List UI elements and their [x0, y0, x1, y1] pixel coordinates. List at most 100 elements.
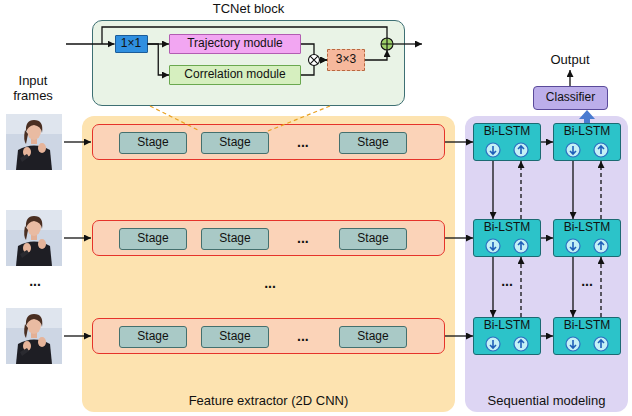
input-arrow: [64, 335, 91, 336]
connector: [572, 161, 573, 219]
stage-box-text: Stage: [137, 136, 168, 150]
ellipsis-label: ...: [581, 273, 593, 289]
label-holder: ...: [10, 272, 60, 290]
to-sum-arrow: [365, 50, 387, 60]
stage-box: Stage: [339, 132, 407, 154]
label-holder: ...: [240, 274, 300, 292]
stage-box: Stage: [119, 326, 187, 348]
up-arrow-symbol: [518, 340, 524, 348]
sequential-modeling-panel: Sequential modeling Bi-LSTM Bi-LSTM Bi-LSTM…: [465, 116, 628, 412]
connector: [492, 161, 493, 219]
frame-row-box: ... Stage Stage Stage: [92, 124, 445, 160]
conv-1x1-box-text: 1×1: [121, 37, 141, 51]
stage-box-text: Stage: [137, 232, 168, 246]
block-input-arrow: [66, 43, 115, 44]
label-holder: ...: [572, 272, 602, 290]
connector: [148, 44, 170, 75]
bi-lstm-box: Bi-LSTM: [473, 317, 541, 355]
classifier-box-text: Classifier: [546, 91, 595, 105]
label-holder: ...: [492, 272, 522, 290]
stage-box-text: Stage: [219, 232, 250, 246]
conv-3x3-box-text: 3×3: [336, 53, 356, 67]
backward-connector: [520, 161, 521, 219]
connector: [445, 335, 473, 336]
bi-lstm-box-text: Bi-LSTM: [484, 125, 531, 139]
correlation-module-box-text: Correlation module: [184, 68, 285, 82]
down-arrow-symbol: [570, 146, 576, 154]
direction-circle: [566, 337, 580, 351]
sequential-modeling-panel-text: Sequential modeling: [488, 394, 606, 409]
stage-box-text: Stage: [357, 136, 388, 150]
down-arrow-symbol: [490, 242, 496, 250]
backward-connector: [600, 161, 601, 219]
label-holder: Input frames: [4, 74, 62, 104]
bi-lstm-box-text: Bi-LSTM: [484, 319, 531, 333]
direction-circle: [514, 143, 528, 157]
correlation-module-box: Correlation module: [169, 65, 301, 85]
frame-row-box-text: ...: [297, 134, 309, 150]
multiply-symbol: [309, 55, 320, 66]
input-arrow: [64, 237, 91, 238]
input-frame-image: [6, 308, 62, 364]
stage-box-text: Stage: [357, 330, 388, 344]
caption-label: Input frames: [4, 74, 62, 104]
connector: [541, 141, 553, 142]
connector: [445, 237, 473, 238]
connector: [445, 141, 473, 142]
bi-lstm-box: Bi-LSTM: [473, 219, 541, 257]
stage-box: Stage: [201, 132, 269, 154]
bi-lstm-box: Bi-LSTM: [553, 317, 621, 355]
direction-circle: [594, 239, 608, 253]
connector: [541, 335, 553, 336]
down-arrow-symbol: [490, 146, 496, 154]
bi-lstm-box-text: Bi-LSTM: [484, 221, 531, 235]
frame-row-box-text: ...: [297, 328, 309, 344]
operator-mark: [381, 38, 393, 50]
classifier-box: Classifier: [533, 86, 608, 110]
feature-to-classifier-arrow: [579, 110, 595, 123]
connector: [541, 237, 553, 238]
ellipsis-label: ...: [29, 273, 41, 289]
direction-circle: [566, 239, 580, 253]
connector: [492, 257, 493, 317]
input-arrow: [64, 141, 91, 142]
stage-box: Stage: [201, 228, 269, 250]
zoom-leader-line: [268, 106, 330, 131]
backward-connector: [600, 257, 601, 317]
input-frame-image: [6, 210, 62, 266]
stage-box: Stage: [201, 326, 269, 348]
up-arrow-symbol: [518, 146, 524, 154]
stage-box: Stage: [119, 132, 187, 154]
direction-circle: [486, 143, 500, 157]
up-arrow-symbol: [598, 242, 604, 250]
stage-box-text: Stage: [137, 330, 168, 344]
conv-3x3-box: 3×3: [327, 49, 365, 71]
ellipsis-label: ...: [501, 273, 513, 289]
up-arrow-symbol: [598, 146, 604, 154]
stage-box-text: Stage: [219, 136, 250, 150]
stage-box: Stage: [339, 326, 407, 348]
direction-circle: [486, 239, 500, 253]
down-arrow-symbol: [570, 242, 576, 250]
direction-circle: [594, 143, 608, 157]
bi-lstm-box-text: Bi-LSTM: [564, 125, 611, 139]
stage-box-text: Stage: [357, 232, 388, 246]
down-arrow-symbol: [490, 340, 496, 348]
backward-connector: [520, 257, 521, 317]
bi-lstm-box: Bi-LSTM: [553, 123, 621, 161]
up-arrow-symbol: [518, 242, 524, 250]
operator-mark: [310, 56, 318, 64]
down-arrow-symbol: [570, 340, 576, 348]
operator-circle: [381, 38, 393, 50]
bi-lstm-box: Bi-LSTM: [473, 123, 541, 161]
stage-box-text: Stage: [219, 330, 250, 344]
direction-circle: [486, 337, 500, 351]
label-holder: Output: [540, 50, 600, 68]
caption-label: Output: [550, 53, 589, 68]
operator-circle: [309, 55, 320, 66]
trajectory-module-box: Trajectory module: [169, 34, 301, 54]
bi-lstm-box-text: Bi-LSTM: [564, 221, 611, 235]
output-arrow: [569, 70, 570, 86]
stage-box: Stage: [119, 228, 187, 250]
